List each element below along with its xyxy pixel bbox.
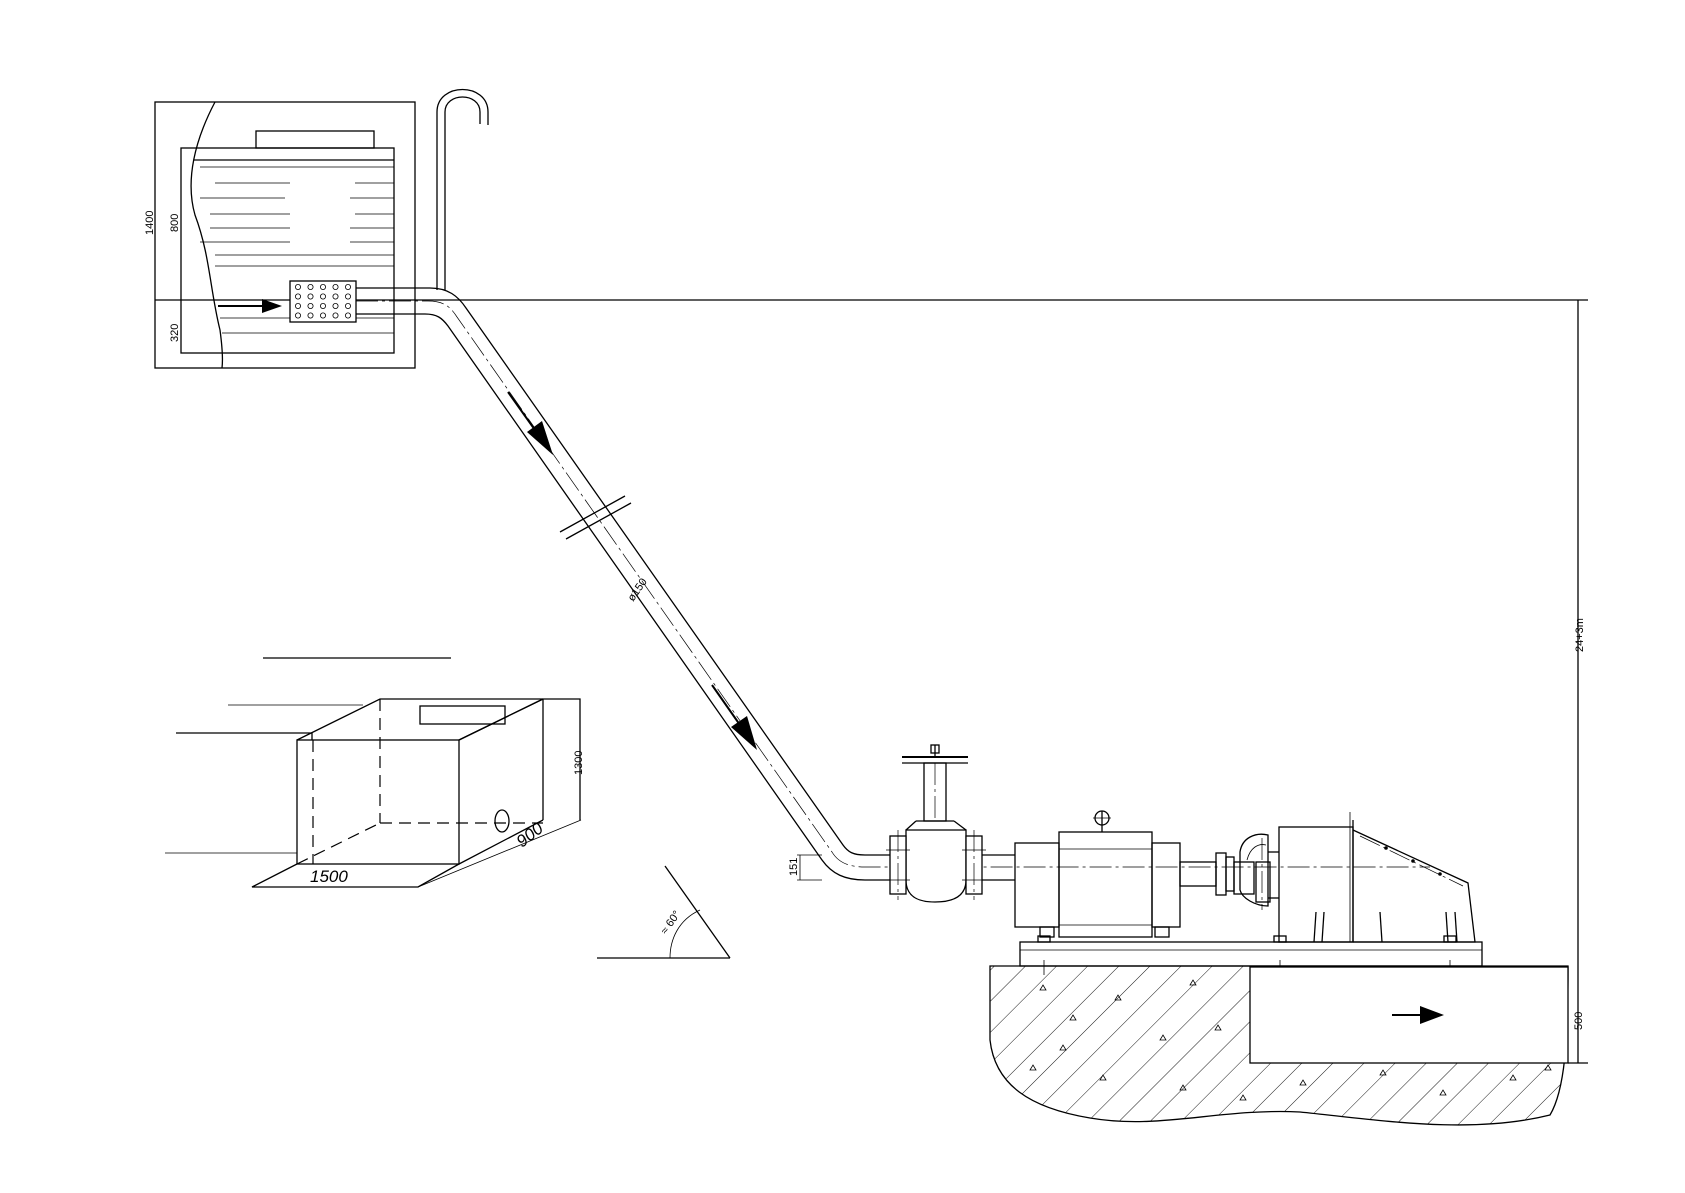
- head-height-label: 24+3m: [1574, 618, 1586, 652]
- flow-arrow-icon: [218, 299, 282, 313]
- water-depth-dimension: 800: [169, 214, 181, 232]
- vent-pipe: [437, 90, 488, 291]
- pipe-diameter-label: ø150: [626, 576, 650, 603]
- flow-arrow-icon: [712, 685, 757, 750]
- head-dimension: 24+3m: [1568, 300, 1588, 1063]
- suction-pipe: ø150 151: [356, 288, 1430, 880]
- suction-height-dimension: 151: [788, 858, 800, 876]
- pump: [1234, 812, 1475, 942]
- concrete-foundation: 500: [990, 966, 1585, 1125]
- slope-angle-label: ≈ 60°: [659, 909, 684, 937]
- flow-arrow-icon: [508, 392, 553, 455]
- source-tank: 1400 800 320: [144, 102, 1588, 368]
- bottom-offset-dimension: 320: [169, 324, 181, 342]
- base-height-dimension: 500: [1573, 1012, 1585, 1030]
- box-height-dimension: 1300: [573, 751, 585, 775]
- suction-strainer: [290, 281, 356, 322]
- isometric-tank-sketch: 1300 1500 900: [165, 658, 585, 887]
- box-width-dimension: 1500: [310, 867, 348, 886]
- gate-valve: [886, 745, 1015, 902]
- tank-height-dimension: 1400: [144, 211, 156, 235]
- motor: [1015, 811, 1234, 937]
- slope-angle-indicator: ≈ 60°: [597, 866, 730, 958]
